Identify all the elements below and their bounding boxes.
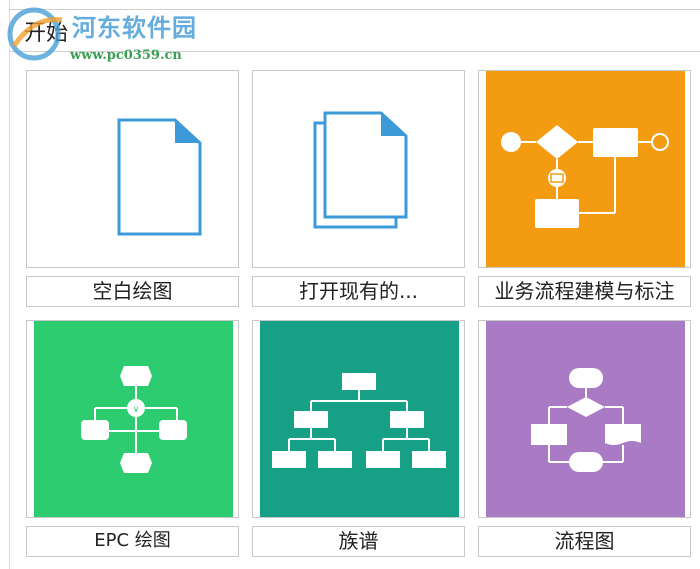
thumbnail-background (486, 71, 685, 267)
flowchart-icon (531, 368, 641, 472)
template-label: 流程图 (478, 526, 691, 557)
family-tree-icon (272, 373, 446, 468)
bpmn-diagram-icon (501, 125, 669, 228)
thumbnail-background (260, 321, 459, 517)
template-open-existing[interactable]: 打开现有的... (252, 70, 465, 307)
template-label: 打开现有的... (252, 276, 465, 307)
section-header: 开始 (10, 9, 700, 52)
thumbnail-background (34, 321, 233, 517)
template-epc[interactable]: ∨ EPC 绘图 (26, 320, 239, 557)
template-family-tree[interactable]: 族谱 (252, 320, 465, 557)
epc-diagram-icon: ∨ (81, 366, 187, 473)
template-thumbnail (26, 70, 239, 268)
template-label: 业务流程建模与标注 (478, 276, 691, 307)
template-thumbnail (252, 320, 465, 518)
template-thumbnail (478, 70, 691, 268)
template-thumbnail (478, 320, 691, 518)
template-label: 空白绘图 (26, 276, 239, 307)
template-label: EPC 绘图 (26, 526, 239, 557)
svg-text:∨: ∨ (133, 405, 140, 415)
section-title: 开始 (24, 21, 69, 46)
thumbnail-background (486, 321, 685, 517)
template-bpmn[interactable]: 业务流程建模与标注 (478, 70, 691, 307)
blank-document-icon (117, 118, 202, 236)
template-label: 族谱 (252, 526, 465, 557)
open-documents-icon (313, 111, 408, 229)
left-border (9, 0, 10, 569)
template-blank[interactable]: 空白绘图 (26, 70, 239, 307)
template-thumbnail: ∨ (26, 320, 239, 518)
template-thumbnail (252, 70, 465, 268)
template-flowchart[interactable]: 流程图 (478, 320, 691, 557)
